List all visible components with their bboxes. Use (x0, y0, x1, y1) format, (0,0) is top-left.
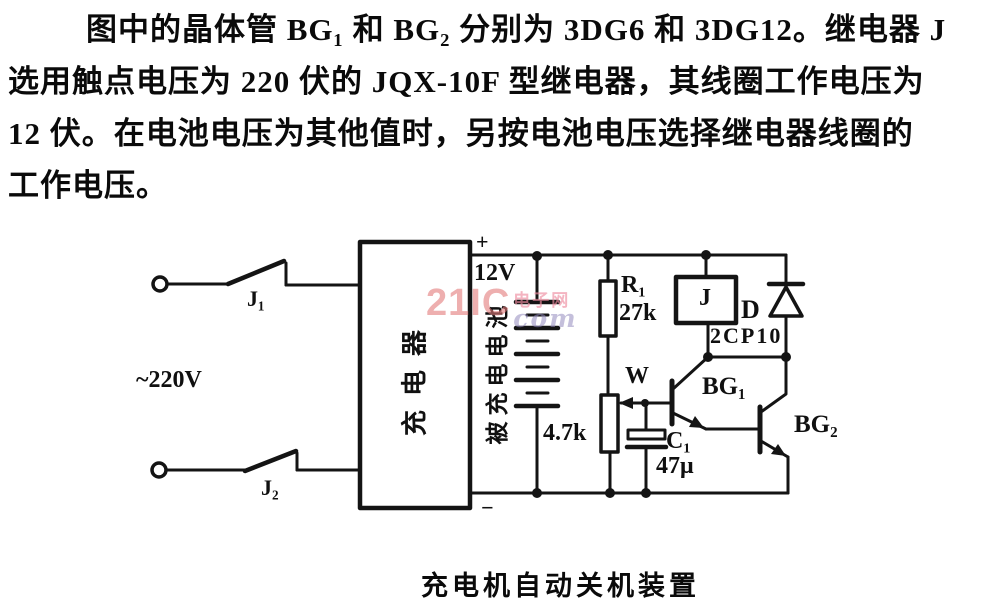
switch-j2-icon (242, 448, 299, 474)
switch-j2-label: J₂ (261, 475, 279, 500)
bg1-emitter-arrow-icon (689, 416, 704, 428)
transistor-bg2-label: BG₂ (794, 411, 838, 438)
c1-name-label: C₁ (666, 428, 691, 454)
wiper-arrow-icon (619, 397, 633, 409)
r1-name-label: R₁ (621, 272, 646, 298)
transistor-bg2-icon (757, 355, 790, 495)
switch-j1-label: J₁ (247, 286, 265, 311)
relay-box (673, 274, 739, 326)
c1-value-label: 47μ (656, 453, 694, 479)
potentiometer-w-icon (599, 393, 620, 454)
pot-name-label: W (625, 363, 649, 389)
intro-line-1: 图中的晶体管 BG₁ 和 BG₂ 分别为 3DG6 和 3DG12。继电器 J (86, 12, 947, 47)
diode-type-label: 2CP10 (710, 323, 783, 348)
charger-label: 充电器 (400, 315, 430, 437)
relay-name-label: J (699, 285, 711, 311)
intro-line-3: 12 伏。在电池电压为其他值时，另按电池电压选择继电器线圈的 (8, 116, 914, 151)
resistor-r1-icon (598, 279, 618, 338)
battery-voltage-label: 12V (474, 260, 516, 286)
capacitor-c1-icon (624, 401, 669, 495)
battery-icon (513, 253, 561, 495)
polarity-minus-label: − (481, 495, 494, 520)
transistor-bg1-label: BG₁ (702, 373, 746, 400)
terminal-bottom-icon (150, 461, 168, 479)
ac-voltage-label: ~220V (136, 367, 202, 393)
r1-value-label: 27k (619, 300, 657, 326)
terminal-top-icon (151, 275, 169, 293)
pot-value-label: 4.7k (543, 420, 587, 446)
battery-name-label: 被充电电池 (484, 299, 510, 445)
figure-caption: 充电机自动关机装置 (421, 571, 700, 601)
intro-line-2: 选用触点电压为 220 伏的 JQX-10F 型继电器，其线圈工作电压为 (8, 64, 925, 99)
intro-line-4: 工作电压。 (8, 168, 168, 203)
charger-box (357, 239, 473, 511)
polarity-plus-label: + (476, 229, 489, 254)
diode-icon (766, 281, 806, 359)
intro-paragraph: 图中的晶体管 BG₁ 和 BG₂ 分别为 3DG6 和 3DG12。继电器 J … (8, 4, 978, 212)
diode-name-label: D (741, 295, 760, 324)
bg2-emitter-arrow-icon (771, 444, 786, 456)
switch-j1-icon (225, 258, 287, 287)
